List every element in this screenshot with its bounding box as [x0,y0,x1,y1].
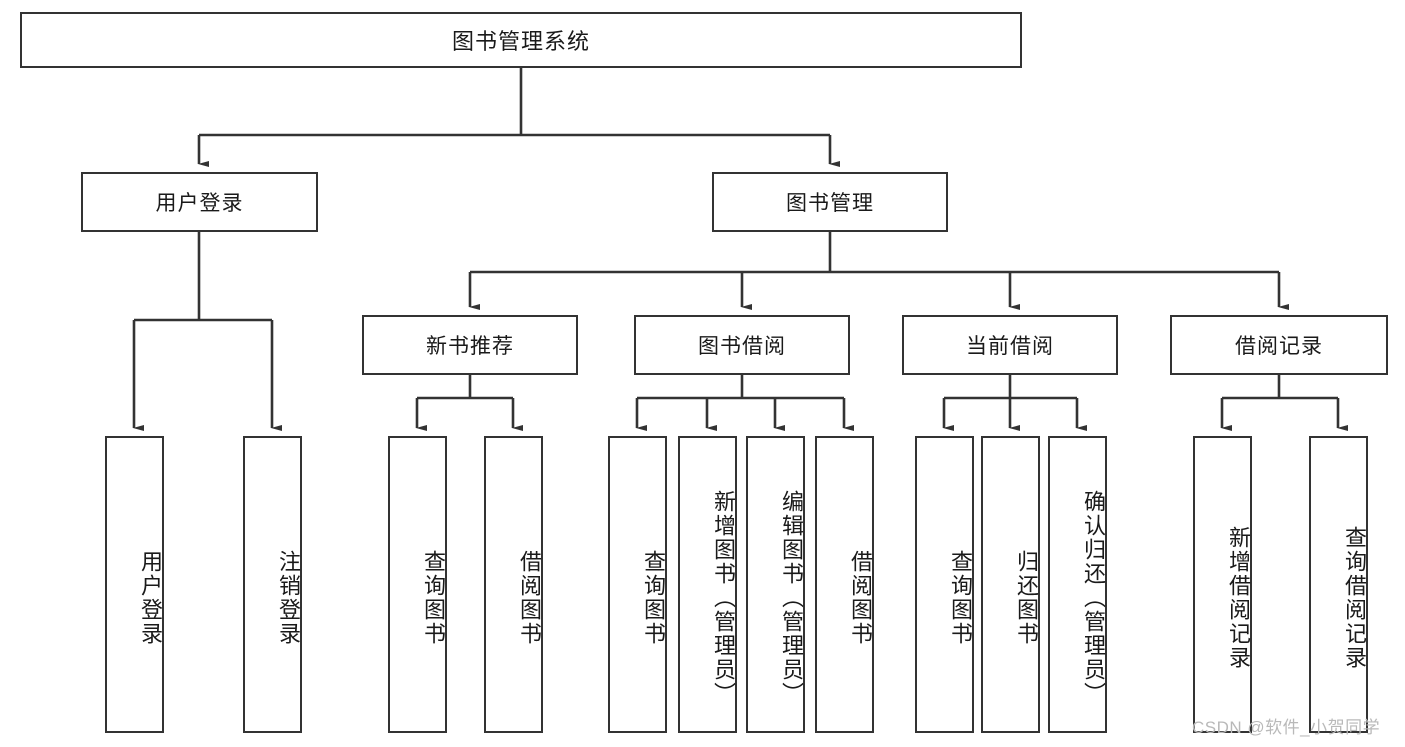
leaf-borrow-record-query[interactable]: 查询借阅记录 [1309,436,1368,733]
leaf-new-book-borrow[interactable]: 借阅图书 [484,436,543,733]
node-label: 查询借阅记录 [1342,525,1367,670]
leaf-book-borrow-edit[interactable]: 编辑图书（管理员） [746,436,805,733]
node-label: 借阅记录 [1235,335,1323,358]
node-label: 图书管理系统 [451,29,590,54]
node-label: 图书借阅 [698,335,786,358]
leaf-current-borrow-return[interactable]: 归还图书 [981,436,1040,733]
leaf-book-borrow-borrow[interactable]: 借阅图书 [815,436,874,733]
node-label: 查询图书 [641,549,666,646]
leaf-current-borrow-query[interactable]: 查询图书 [915,436,974,733]
node-label: 用户登录 [155,192,244,215]
leaf-book-borrow-query[interactable]: 查询图书 [608,436,667,733]
node-label: 借阅图书 [517,549,542,646]
node-label: 查询图书 [948,549,973,646]
node-label: 注销登录 [276,549,301,646]
node-user-login[interactable]: 用户登录 [81,172,318,232]
node-label: 借阅图书 [848,549,873,646]
leaf-new-book-query[interactable]: 查询图书 [388,436,447,733]
node-label: 查询图书 [421,549,446,646]
node-borrow-record[interactable]: 借阅记录 [1170,315,1388,375]
node-label: 当前借阅 [966,335,1054,358]
node-new-book-recommend[interactable]: 新书推荐 [362,315,578,375]
node-book-borrow[interactable]: 图书借阅 [634,315,850,375]
leaf-user-login-logout[interactable]: 注销登录 [243,436,302,733]
node-label: 新增借阅记录 [1226,525,1251,670]
leaf-current-borrow-confirm-return[interactable]: 确认归还（管理员） [1048,436,1107,733]
leaf-user-login-login[interactable]: 用户登录 [105,436,164,733]
leaf-borrow-record-add[interactable]: 新增借阅记录 [1193,436,1252,733]
node-book-management[interactable]: 图书管理 [712,172,948,232]
node-root-system[interactable]: 图书管理系统 [20,12,1022,68]
csdn-watermark: CSDN @软件_小贺同学 [1192,718,1381,737]
node-label: 新增图书（管理员） [711,489,736,706]
leaf-book-borrow-add[interactable]: 新增图书（管理员） [678,436,737,733]
node-current-borrow[interactable]: 当前借阅 [902,315,1118,375]
node-label: 确认归还（管理员） [1081,489,1106,706]
node-label: 图书管理 [786,192,874,215]
node-label: 编辑图书（管理员） [779,489,804,706]
node-label: 归还图书 [1014,549,1039,646]
node-label: 新书推荐 [426,335,514,358]
node-label: 用户登录 [138,549,163,646]
